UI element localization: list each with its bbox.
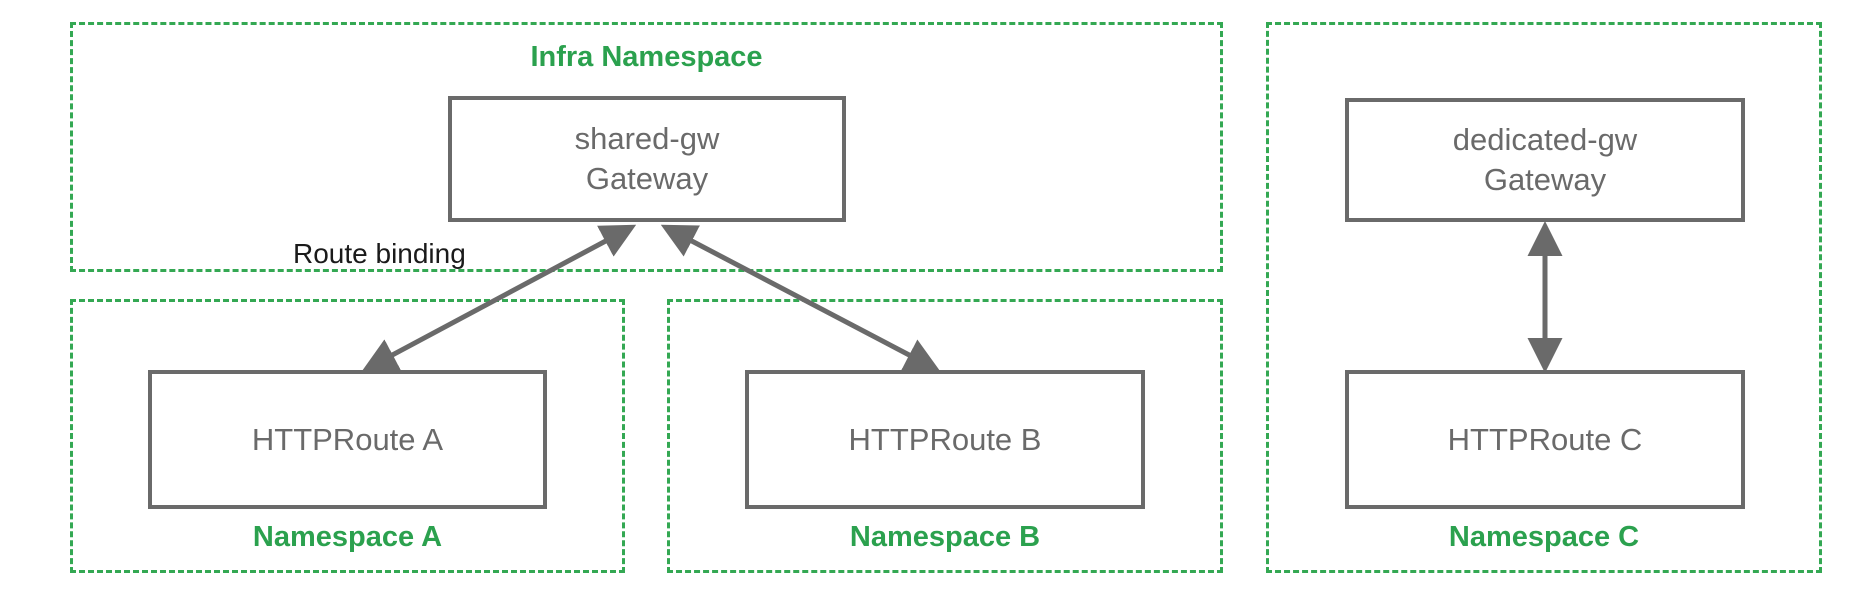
node-httproute-c[interactable]: HTTPRoute C bbox=[1345, 370, 1745, 509]
node-httproute-a[interactable]: HTTPRoute A bbox=[148, 370, 547, 509]
namespace-label-a: Namespace A bbox=[252, 521, 443, 553]
namespace-box-a: Namespace A bbox=[70, 299, 625, 573]
namespace-box-b: Namespace B bbox=[667, 299, 1223, 573]
namespace-box-infra: Infra Namespace bbox=[70, 22, 1223, 272]
namespace-label-infra: Infra Namespace bbox=[530, 41, 763, 73]
node-dedicated-gw-gateway[interactable]: dedicated-gw Gateway bbox=[1345, 98, 1745, 222]
namespace-box-c: Namespace C bbox=[1266, 22, 1822, 573]
annotation-route-binding: Route binding bbox=[293, 238, 466, 269]
namespace-label-c: Namespace C bbox=[1448, 521, 1640, 553]
namespace-label-b: Namespace B bbox=[849, 521, 1041, 553]
node-httproute-b[interactable]: HTTPRoute B bbox=[745, 370, 1145, 509]
node-shared-gw-gateway[interactable]: shared-gw Gateway bbox=[448, 96, 846, 222]
